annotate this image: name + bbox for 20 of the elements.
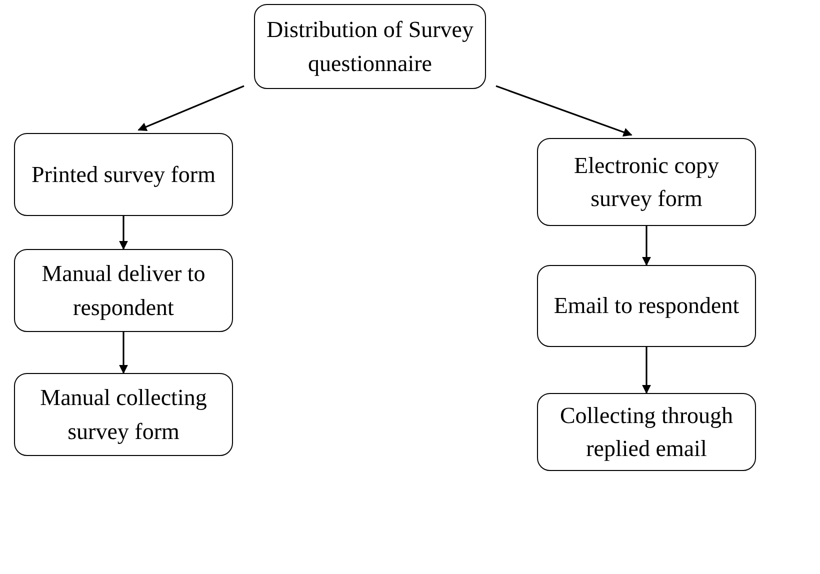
process-box [254, 4, 486, 89]
process-box [14, 133, 233, 216]
process-box [537, 393, 756, 471]
process-box [537, 138, 756, 226]
box-text: Electronic copy survey form [573, 152, 720, 213]
box-text: Manual collecting survey form [39, 384, 208, 446]
process-box [14, 373, 233, 456]
arrow [642, 347, 651, 394]
arrow [119, 216, 128, 250]
box-text: Manual deliver to respondent [40, 260, 206, 322]
box-text: Printed survey form [32, 160, 216, 189]
arrow [119, 332, 128, 374]
box-text: Collecting through replied email [558, 402, 734, 463]
process-box [537, 265, 756, 347]
box-text: Email to respondent [554, 292, 740, 320]
process-box [14, 249, 233, 332]
arrow [642, 226, 651, 266]
arrow [496, 85, 632, 136]
box-text: Distribution of Survey questionnaire [266, 16, 474, 78]
arrow [138, 85, 244, 132]
